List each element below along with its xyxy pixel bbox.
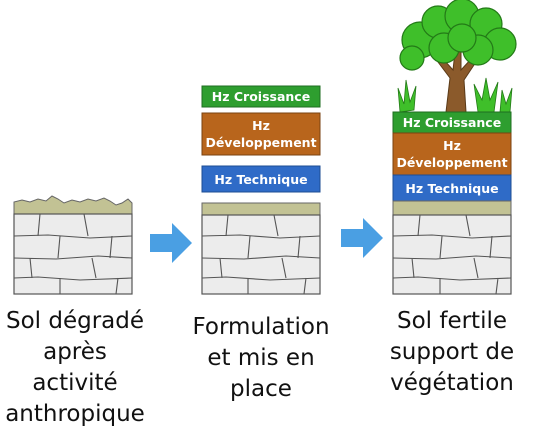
stage-degraded [13, 195, 133, 295]
hz-developpement-label-line1: Hz [443, 138, 461, 153]
hz-developpement-label-line2: Développement [205, 135, 316, 150]
hz-developpement-box [392, 132, 512, 176]
caption-line: Sol dégradé [5, 308, 145, 334]
hz-croissance-label: Hz Croissance [212, 89, 310, 104]
stage-formulation: Hz Croissance Hz Développement Hz Techni… [201, 85, 321, 295]
degraded-topsoil [13, 195, 133, 215]
bedrock-block [13, 213, 133, 295]
caption-fertile: Sol fertile support de végétation [377, 306, 527, 399]
topsoil-layer [392, 200, 512, 216]
arrow-right-icon [150, 223, 192, 263]
caption-line: Sol fertile [396, 308, 508, 334]
hz-technique-label: Hz Technique [214, 172, 307, 187]
hz-technique-box [392, 174, 512, 202]
bedrock-block [201, 214, 321, 295]
caption-line: place [230, 376, 292, 402]
bedrock-block [392, 214, 512, 295]
caption-line: Formulation [192, 314, 330, 340]
hz-croissance-label: Hz Croissance [403, 115, 501, 130]
soil-restoration-diagram: Hz Croissance Hz Développement Hz Techni… [13, 0, 517, 295]
caption-line: et mis en [207, 345, 315, 371]
hz-technique-box [201, 165, 321, 193]
topsoil-layer [201, 202, 321, 216]
tree-with-grass-icon [397, 0, 517, 113]
caption-line: anthropique [5, 401, 145, 427]
hz-croissance-box [201, 85, 321, 108]
hz-technique-label: Hz Technique [405, 181, 498, 196]
hz-developpement-label-line1: Hz [252, 118, 270, 133]
caption-line: après activité [32, 339, 118, 396]
hz-developpement-label-line2: Développement [396, 155, 507, 170]
caption-formulation: Formulation et mis en place [186, 312, 336, 405]
caption-degraded: Sol dégradé après activité anthropique [0, 306, 150, 430]
arrow-right-icon [341, 218, 383, 258]
stage-fertile: Hz Croissance Hz Développement Hz Techni… [392, 0, 517, 295]
caption-line: support de [389, 339, 515, 365]
hz-developpement-box [201, 112, 321, 156]
caption-line: végétation [390, 370, 514, 396]
